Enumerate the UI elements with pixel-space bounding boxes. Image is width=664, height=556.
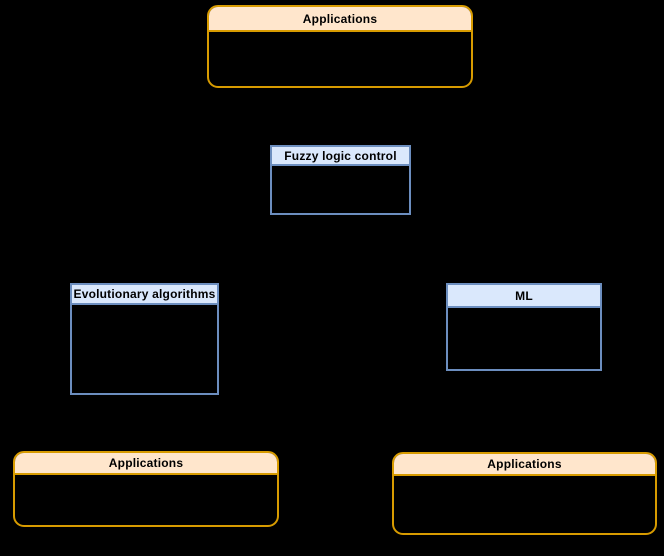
node-body [15, 475, 277, 525]
node-title: Evolutionary algorithms [72, 285, 217, 305]
diagram-node-fuzzy-logic-control: Fuzzy logic control [270, 145, 411, 215]
diagram-node-ml: ML [446, 283, 602, 371]
node-title: Applications [15, 453, 277, 475]
node-title: Fuzzy logic control [272, 147, 409, 166]
node-title: ML [448, 285, 600, 308]
diagram-node-evolutionary-algorithms: Evolutionary algorithms [70, 283, 219, 395]
node-body [394, 476, 655, 533]
diagram-node-applications-bottom-left: Applications [13, 451, 279, 527]
diagram-node-applications-top: Applications [207, 5, 473, 88]
node-body [72, 305, 217, 393]
node-body [448, 308, 600, 369]
node-body [272, 166, 409, 213]
node-title: Applications [394, 454, 655, 476]
node-title: Applications [209, 7, 471, 32]
diagram-node-applications-bottom-right: Applications [392, 452, 657, 535]
node-body [209, 32, 471, 86]
